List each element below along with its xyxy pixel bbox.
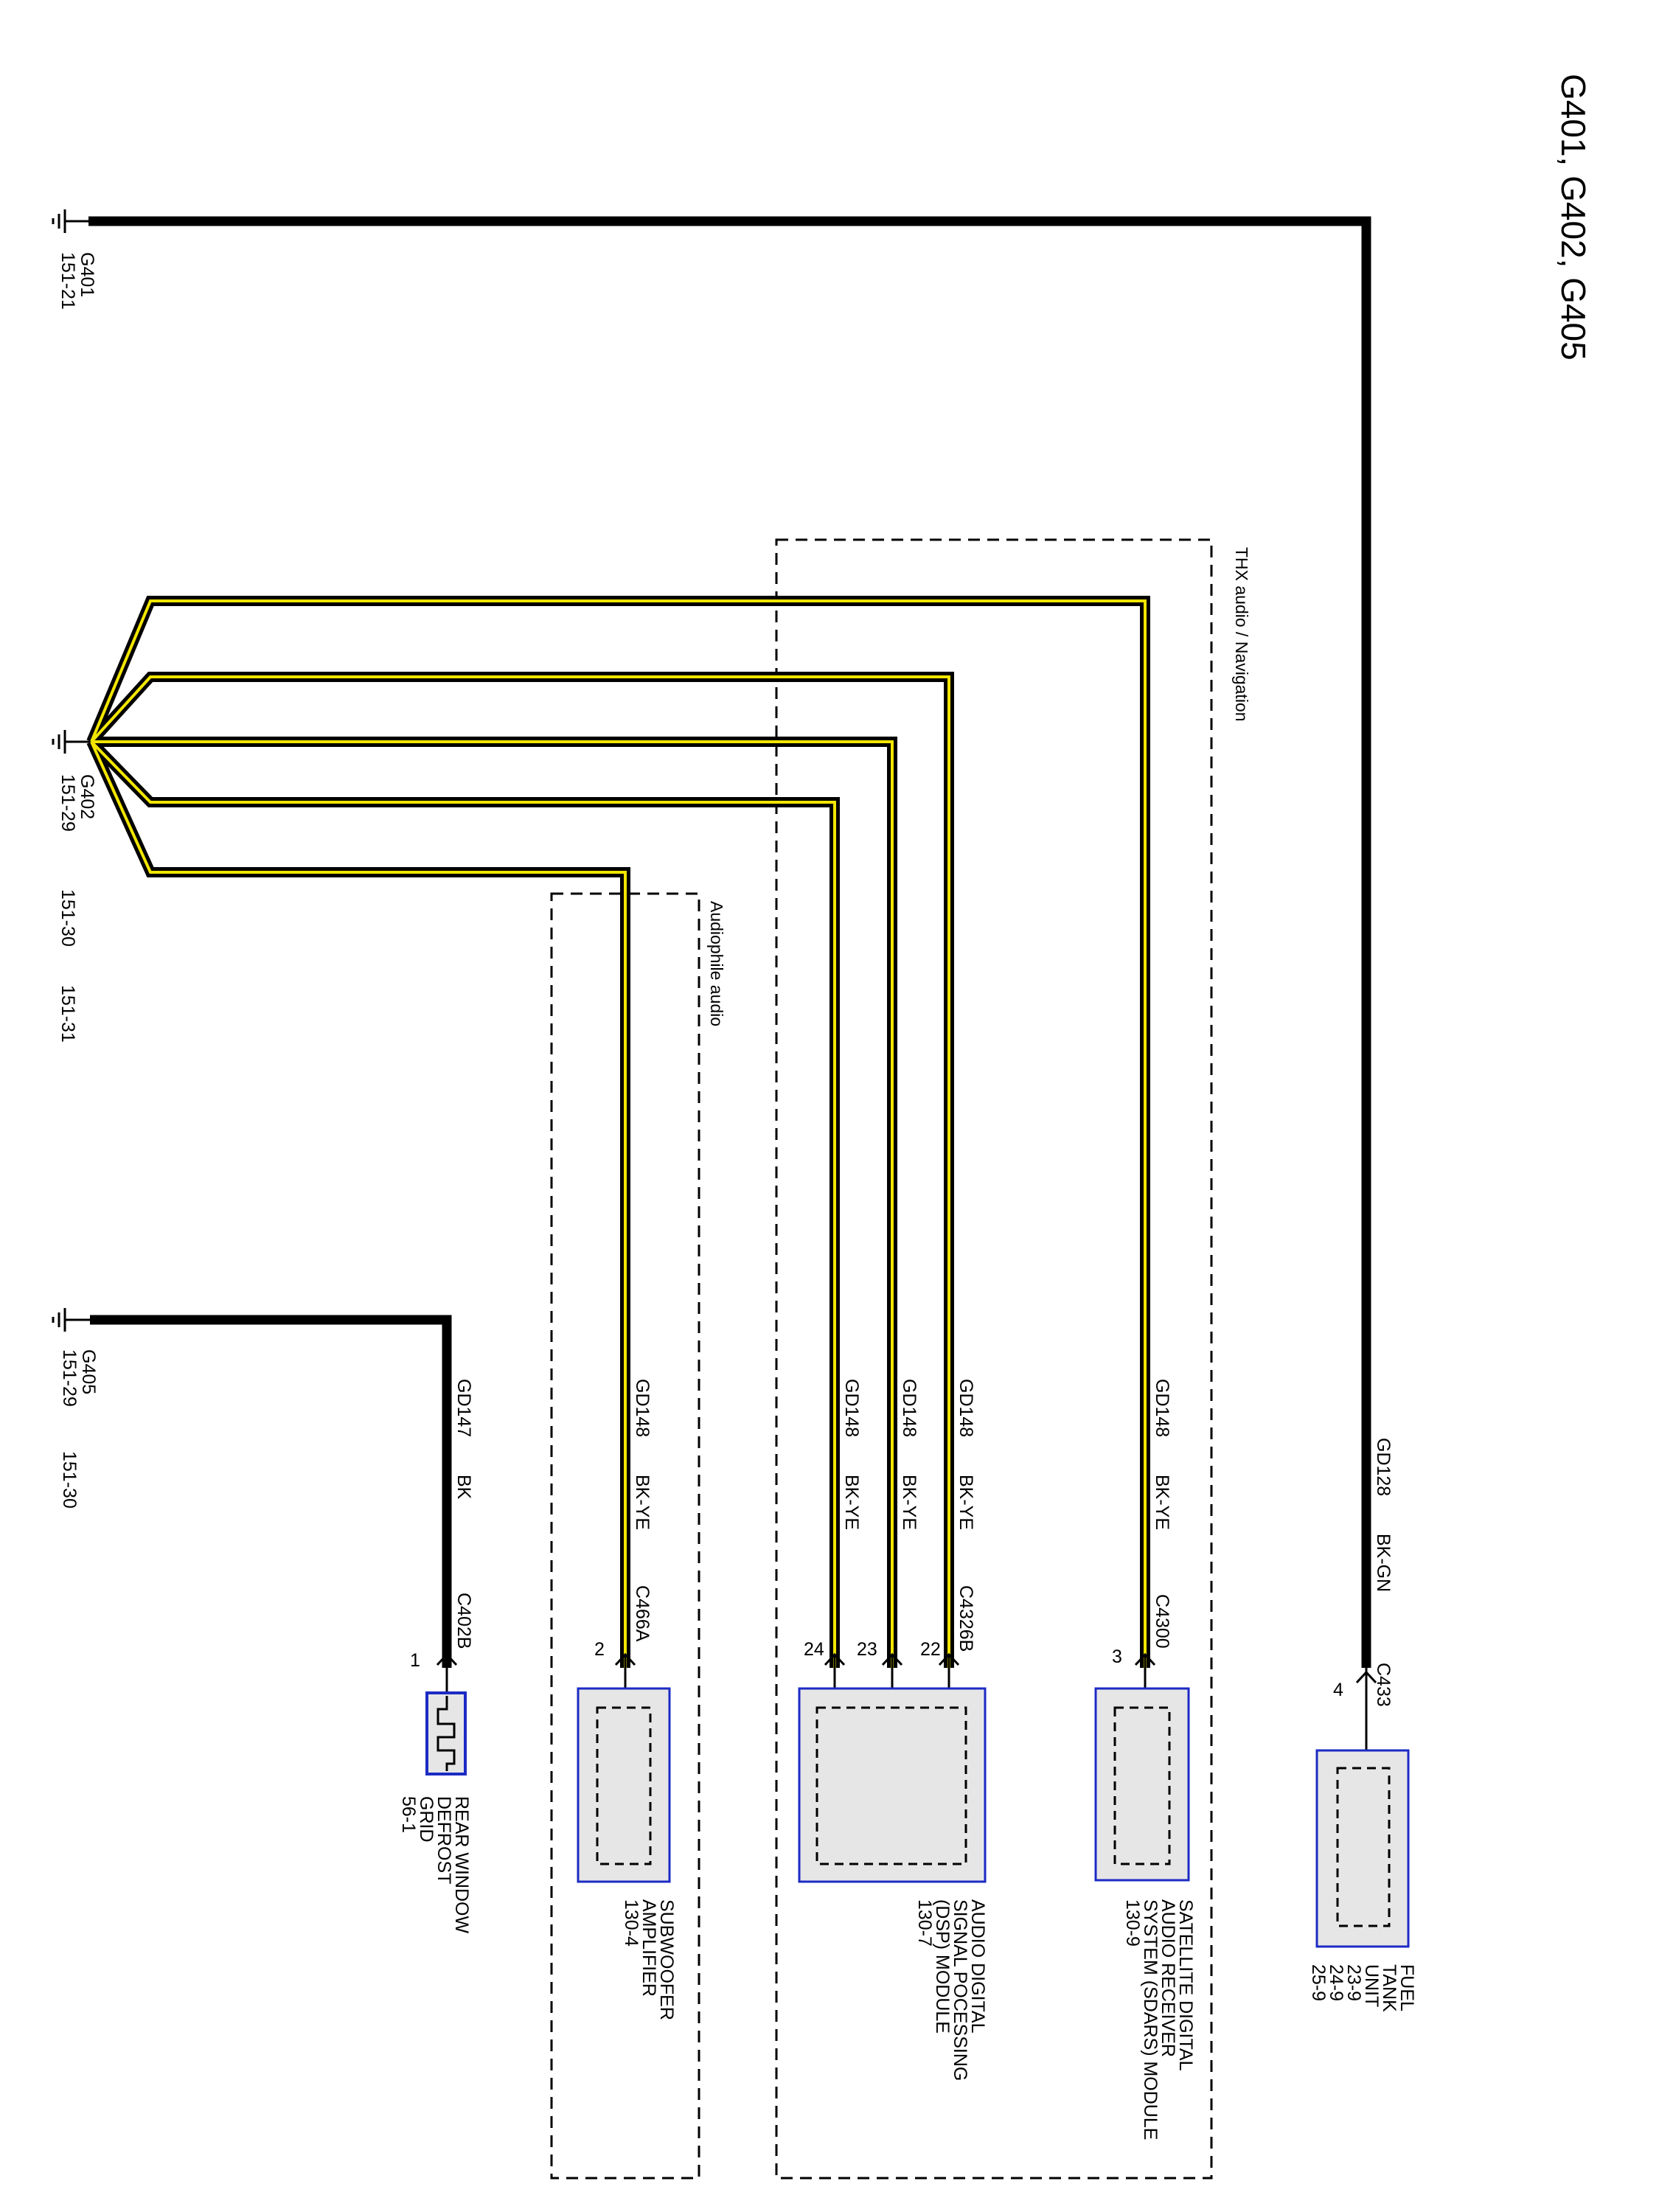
dsp23-circuit: GD148 <box>899 1379 919 1437</box>
gd128-circuit: GD128 <box>1373 1438 1394 1496</box>
dsp-pin-23: 23 <box>857 1639 877 1660</box>
defrost-pin: 1 <box>410 1650 420 1671</box>
svg-text:DEFROST: DEFROST <box>434 1796 454 1884</box>
dsp24-color: BK-YE <box>841 1475 862 1530</box>
svg-text:130-9: 130-9 <box>1122 1899 1143 1947</box>
dsp-module-component <box>798 1687 987 1883</box>
g401-label: G401 <box>77 252 97 297</box>
svg-text:AUDIO RECEIVER: AUDIO RECEIVER <box>1158 1899 1178 2057</box>
g405-label: G405 <box>78 1349 99 1394</box>
dsp24-circuit: GD148 <box>841 1379 862 1437</box>
sdars-color: BK-YE <box>1152 1475 1172 1530</box>
rear-window-defrost-label: REAR WINDOW DEFROST GRID 56-1 <box>398 1796 472 1934</box>
defrost-circuit: GD147 <box>453 1379 474 1437</box>
fuel-tank-unit-label: FUEL TANK UNIT 23-9 24-9 25-9 <box>1308 1964 1417 2012</box>
svg-text:23-9: 23-9 <box>1343 1964 1364 2001</box>
wire-gd147 <box>90 1315 452 1668</box>
svg-text:SATELLITE DIGITAL: SATELLITE DIGITAL <box>1175 1899 1196 2071</box>
dsp23-color: BK-YE <box>899 1475 919 1530</box>
audiophile-group-label: Audiophile audio <box>707 901 726 1026</box>
c4300-connector: C4300 <box>1152 1594 1172 1649</box>
wire-gd128 <box>88 216 1371 1668</box>
svg-text:24-9: 24-9 <box>1326 1964 1346 2001</box>
g402-ref-3: 151-31 <box>58 985 78 1043</box>
svg-text:AMPLIFIER: AMPLIFIER <box>639 1899 659 1997</box>
dsp-module-label: AUDIO DIGITAL SIGNAL POCESSING (DSP) MOD… <box>914 1899 988 2081</box>
g401-ref: 151-21 <box>58 252 78 310</box>
g402-wire-bundle <box>86 596 1150 1668</box>
sub-pin: 2 <box>594 1639 605 1660</box>
g405-ref-2: 151-30 <box>59 1451 80 1509</box>
sub-circuit: GD148 <box>632 1379 653 1437</box>
svg-text:SYSTEM (SDARS) MODULE: SYSTEM (SDARS) MODULE <box>1140 1899 1161 2140</box>
svg-text:56-1: 56-1 <box>398 1796 419 1833</box>
wire-gd148-sdars <box>86 596 1150 1668</box>
dsp-pin-22: 22 <box>920 1639 941 1660</box>
svg-text:130-7: 130-7 <box>914 1899 935 1947</box>
svg-text:GRID: GRID <box>416 1796 437 1843</box>
g405-ref-1: 151-29 <box>59 1349 80 1407</box>
dsp-pin-24: 24 <box>804 1639 824 1660</box>
wire-gd148-dsp24 <box>87 738 840 1668</box>
thx-group-label: THX audio / Navigation <box>1232 547 1251 722</box>
g402-ground-symbol <box>52 730 91 754</box>
page-title: G401, G402, G405 <box>1554 74 1593 361</box>
defrost-grid-icon <box>437 1696 456 1771</box>
gd128-color: BK-GN <box>1373 1534 1394 1592</box>
c433-connector: C433 <box>1373 1663 1394 1707</box>
sdars-module-component <box>1094 1687 1190 1882</box>
svg-text:TANK: TANK <box>1379 1964 1399 2012</box>
svg-text:130-4: 130-4 <box>621 1899 641 1947</box>
dsp22-color: BK-YE <box>956 1475 976 1530</box>
wire-gd148-subwoofer <box>86 740 630 1668</box>
fuel-tank-unit-component <box>1315 1749 1410 1948</box>
svg-text:UNIT: UNIT <box>1361 1964 1382 2007</box>
c402b-connector: C402B <box>453 1593 474 1649</box>
subwoofer-amplifier-label: SUBWOOFER AMPLIFIER 130-4 <box>621 1899 677 2020</box>
subwoofer-amplifier-component <box>577 1687 671 1883</box>
g402-ref-2: 151-30 <box>58 889 78 947</box>
g405-ground-symbol <box>52 1308 90 1332</box>
svg-text:REAR WINDOW: REAR WINDOW <box>451 1796 472 1934</box>
sub-color: BK-YE <box>632 1475 653 1530</box>
svg-text:FUEL: FUEL <box>1397 1964 1417 2011</box>
g402-label: G402 <box>77 774 97 819</box>
c4300-pin: 3 <box>1112 1646 1122 1667</box>
wire-gd148-dsp22 <box>87 672 954 1668</box>
c4326b-connector: C4326B <box>956 1585 976 1652</box>
svg-text:SIGNAL POCESSING: SIGNAL POCESSING <box>950 1899 970 2081</box>
rear-window-defrost-grid-component <box>425 1691 467 1775</box>
defrost-color: BK <box>453 1475 474 1500</box>
c466a-connector: C466A <box>632 1585 653 1642</box>
dsp22-circuit: GD148 <box>956 1379 976 1437</box>
svg-text:(DSP) MODULE: (DSP) MODULE <box>932 1899 953 2034</box>
g402-ref-1: 151-29 <box>58 774 78 832</box>
wire-gd148-dsp23 <box>91 737 897 1668</box>
c433-pin: 4 <box>1333 1680 1343 1700</box>
thx-audio-navigation-group <box>775 538 1213 2180</box>
svg-text:25-9: 25-9 <box>1308 1964 1329 2001</box>
sdars-circuit: GD148 <box>1152 1379 1172 1437</box>
svg-text:SUBWOOFER: SUBWOOFER <box>656 1899 677 2020</box>
audiophile-audio-group <box>550 892 700 2180</box>
g401-ground-symbol <box>52 209 88 233</box>
sdars-module-label: SATELLITE DIGITAL AUDIO RECEIVER SYSTEM … <box>1122 1899 1196 2140</box>
svg-text:AUDIO DIGITAL: AUDIO DIGITAL <box>967 1899 988 2034</box>
